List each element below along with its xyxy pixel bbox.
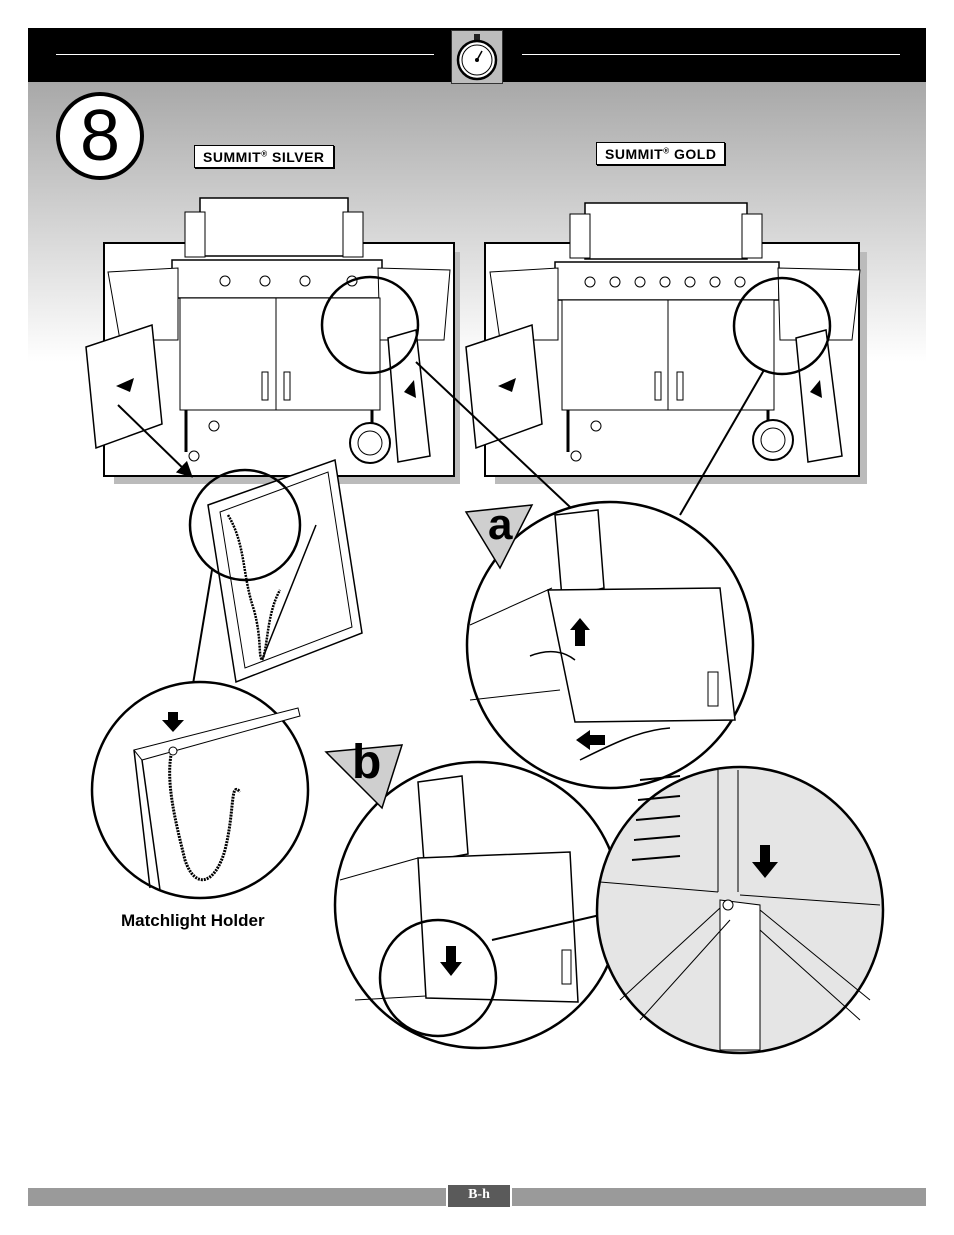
- page-number: B-h: [446, 1185, 512, 1207]
- detail-b-zoom-circle: [597, 767, 883, 1053]
- grill-silver-panel: [86, 198, 460, 484]
- callout-b-label: b: [352, 735, 381, 790]
- door-with-matchlight-holder: [190, 460, 362, 690]
- callout-a-label: a: [488, 500, 512, 550]
- matchlight-holder-caption: Matchlight Holder: [121, 911, 265, 931]
- matchlight-holder-zoom: [92, 682, 308, 898]
- grill-gold-panel: [466, 203, 867, 484]
